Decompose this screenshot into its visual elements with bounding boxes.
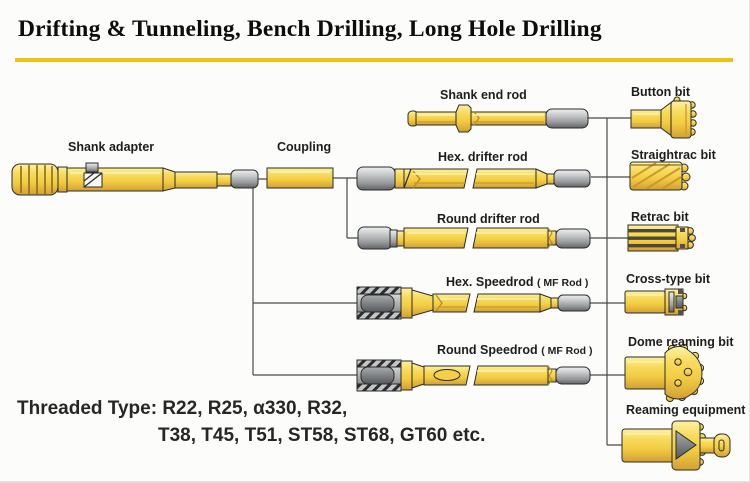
shank-end-rod-graphic [407,104,589,133]
label-round-speedrod-note: ( MF Rod ) [541,345,593,357]
label-button-bit: Button bit [631,85,691,99]
label-shank-end-rod: Shank end rod [440,88,527,102]
straightrac-bit-graphic [629,161,691,191]
label-coupling: Coupling [277,140,332,154]
threaded-type-line1: Threaded Type: R22, R25, α330, R32, [17,398,348,419]
label-straightrac-bit: Straightrac bit [631,148,716,162]
retrac-bit-graphic [627,224,696,252]
dome-reaming-bit-graphic [624,343,705,403]
label-hex-speedrod-text: Hex. Speedrod [446,275,534,289]
label-round-speedrod-text: Round Speedrod [437,343,538,357]
cross-type-bit-graphic [624,288,688,316]
round-drifter-rod-graphic [357,226,591,250]
label-hex-drifter-rod: Hex. drifter rod [438,150,528,164]
label-retrac-bit: Retrac bit [631,210,689,224]
shank-adapter-graphic [11,162,259,196]
round-speedrod-graphic [356,359,591,392]
button-bit-graphic [630,96,697,139]
hex-speedrod-graphic [356,286,591,320]
label-round-drifter-rod: Round drifter rod [437,212,540,226]
label-round-speedrod: Round Speedrod ( MF Rod ) [437,343,593,358]
page-title: Drifting & Tunneling, Bench Drilling, Lo… [18,16,602,42]
coupling-graphic [266,167,334,189]
label-reaming-equipment: Reaming equipment [626,403,746,417]
label-cross-type-bit: Cross-type bit [626,272,711,286]
label-shank-adapter: Shank adapter [68,140,155,154]
reaming-equipment-graphic [621,420,731,471]
threaded-type-line2: T38, T45, T51, ST58, ST68, GT60 etc. [158,425,486,446]
hex-drifter-rod-graphic [356,166,591,191]
title-underline [15,58,733,62]
label-hex-speedrod-note: ( MF Rod ) [537,277,589,289]
label-hex-speedrod: Hex. Speedrod ( MF Rod ) [446,275,589,290]
connector-lines [252,117,631,446]
label-dome-reaming-bit: Dome reaming bit [628,335,734,349]
